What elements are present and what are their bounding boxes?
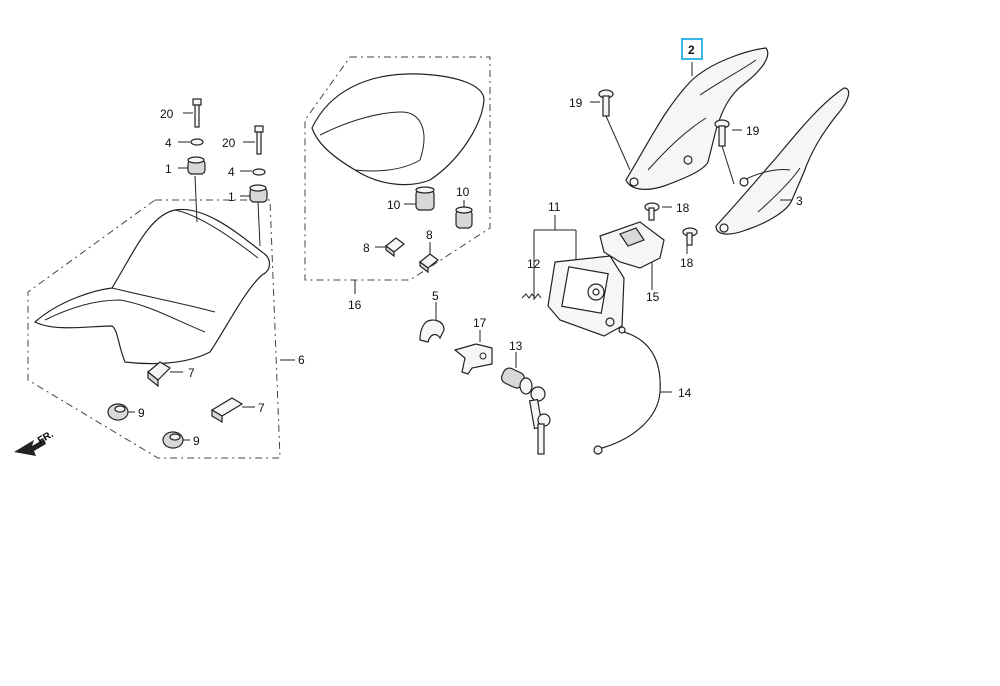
- bolt-18a[interactable]: [644, 202, 672, 221]
- callout-2[interactable]: 2: [688, 43, 695, 57]
- front-direction-arrow: FR.: [14, 429, 56, 456]
- lock-bracket-17[interactable]: [453, 330, 493, 375]
- seat-cushion-7a[interactable]: [147, 361, 183, 388]
- callout-18b[interactable]: 18: [680, 256, 694, 270]
- rubber-mount-1b[interactable]: [240, 184, 268, 203]
- seat-lock-parts: [419, 302, 551, 455]
- callout-labels: 20 4 1 20 4 1 6 7 7 9 9 10 10 8 8 16 5 1…: [138, 43, 803, 448]
- seat-cushion-7b[interactable]: [210, 397, 255, 424]
- callout-1a[interactable]: 1: [165, 162, 172, 176]
- bolt-20a[interactable]: [183, 98, 202, 128]
- bolt-19b[interactable]: [714, 119, 742, 185]
- callout-16[interactable]: 16: [348, 298, 362, 312]
- washer-4a[interactable]: [178, 138, 204, 146]
- callout-7b[interactable]: 7: [258, 401, 265, 415]
- callout-9b[interactable]: 9: [193, 434, 200, 448]
- bolt-20b[interactable]: [243, 125, 264, 155]
- cowl-cushion-8a[interactable]: [375, 237, 405, 258]
- callout-4a[interactable]: 4: [165, 136, 172, 150]
- callout-4b[interactable]: 4: [228, 165, 235, 179]
- grab-rail-3[interactable]: [715, 87, 850, 235]
- latch-assembly: [521, 202, 698, 455]
- grab-rails: [590, 47, 850, 235]
- callout-13[interactable]: 13: [509, 339, 523, 353]
- grab-rail-2[interactable]: [625, 47, 769, 190]
- callout-10a[interactable]: 10: [387, 198, 401, 212]
- callout-8a[interactable]: 8: [363, 241, 370, 255]
- cowl-spacer-10a[interactable]: [404, 186, 435, 211]
- latch-mount-15[interactable]: [599, 221, 665, 290]
- callout-12[interactable]: 12: [527, 257, 541, 271]
- rubber-mount-1a[interactable]: [178, 156, 206, 175]
- callout-20b[interactable]: 20: [222, 136, 236, 150]
- callout-20a[interactable]: 20: [160, 107, 174, 121]
- highlight-box-2: [681, 38, 703, 60]
- callout-3[interactable]: 3: [796, 194, 803, 208]
- grommet-9b[interactable]: [162, 431, 190, 449]
- callout-19a[interactable]: 19: [569, 96, 583, 110]
- callout-11[interactable]: 11: [548, 200, 561, 214]
- washer-4b[interactable]: [240, 168, 266, 176]
- cowl-cushion-8b[interactable]: [419, 242, 439, 274]
- callout-18a[interactable]: 18: [676, 201, 690, 215]
- bolt-18b[interactable]: [682, 227, 698, 254]
- callout-10b[interactable]: 10: [456, 185, 470, 199]
- front-seat-group: [27, 98, 295, 459]
- callout-9a[interactable]: 9: [138, 406, 145, 420]
- callout-5[interactable]: 5: [432, 289, 439, 303]
- callout-8b[interactable]: 8: [426, 228, 433, 242]
- cowl-spacer-10b[interactable]: [455, 200, 473, 229]
- callout-15[interactable]: 15: [646, 290, 660, 304]
- seat-release-cable-14[interactable]: [593, 326, 672, 455]
- clip-5[interactable]: [419, 302, 445, 343]
- callout-19b[interactable]: 19: [746, 124, 760, 138]
- grommet-9a[interactable]: [107, 403, 135, 421]
- callout-7a[interactable]: 7: [188, 366, 195, 380]
- bolt-19a[interactable]: [590, 89, 631, 171]
- callout-6[interactable]: 6: [298, 353, 305, 367]
- callout-14[interactable]: 14: [678, 386, 692, 400]
- front-seat[interactable]: [33, 208, 271, 365]
- latch-spring-12[interactable]: [521, 272, 542, 299]
- seat-lock-cylinder-13[interactable]: [500, 352, 551, 455]
- callout-17[interactable]: 17: [473, 316, 487, 330]
- front-marker-label: FR.: [36, 429, 56, 447]
- callout-1b[interactable]: 1: [228, 190, 235, 204]
- rear-cowl-group: [304, 56, 491, 294]
- seat-latch-11[interactable]: [547, 255, 625, 337]
